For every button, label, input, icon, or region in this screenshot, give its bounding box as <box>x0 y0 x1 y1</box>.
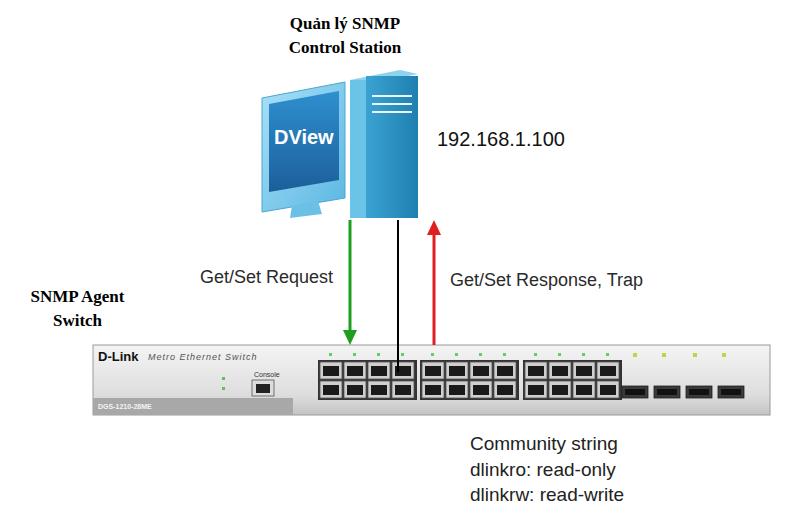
model-number: DGS-1210-28ME <box>98 403 152 410</box>
product-line: Metro Ethernet Switch <box>148 352 258 362</box>
cable-end <box>397 345 399 372</box>
request-arrow <box>343 220 357 345</box>
switch-chassis <box>93 345 770 415</box>
cable-line <box>398 220 399 345</box>
server-icon <box>350 70 418 218</box>
port-label: Console <box>254 371 280 378</box>
switch-heading: SNMP Agent Switch <box>15 285 140 333</box>
community-heading: Community string <box>470 433 618 455</box>
edge-label: Get/Set Response, Trap <box>450 270 643 291</box>
response-arrow <box>427 220 441 345</box>
edge-label: Get/Set Request <box>200 267 333 288</box>
station-heading: Quản lý SNMP Control Station <box>265 12 425 60</box>
port-groups <box>318 360 744 400</box>
brand-logo: D-Link <box>98 349 138 364</box>
screen-logo: DView <box>274 126 334 149</box>
monitor-icon <box>262 82 345 218</box>
community-ro: dlinkro: read-only <box>470 459 616 481</box>
community-rw: dlinkrw: read-write <box>470 484 624 506</box>
ip-address: 192.168.1.100 <box>437 128 565 151</box>
status-leds <box>329 353 726 357</box>
